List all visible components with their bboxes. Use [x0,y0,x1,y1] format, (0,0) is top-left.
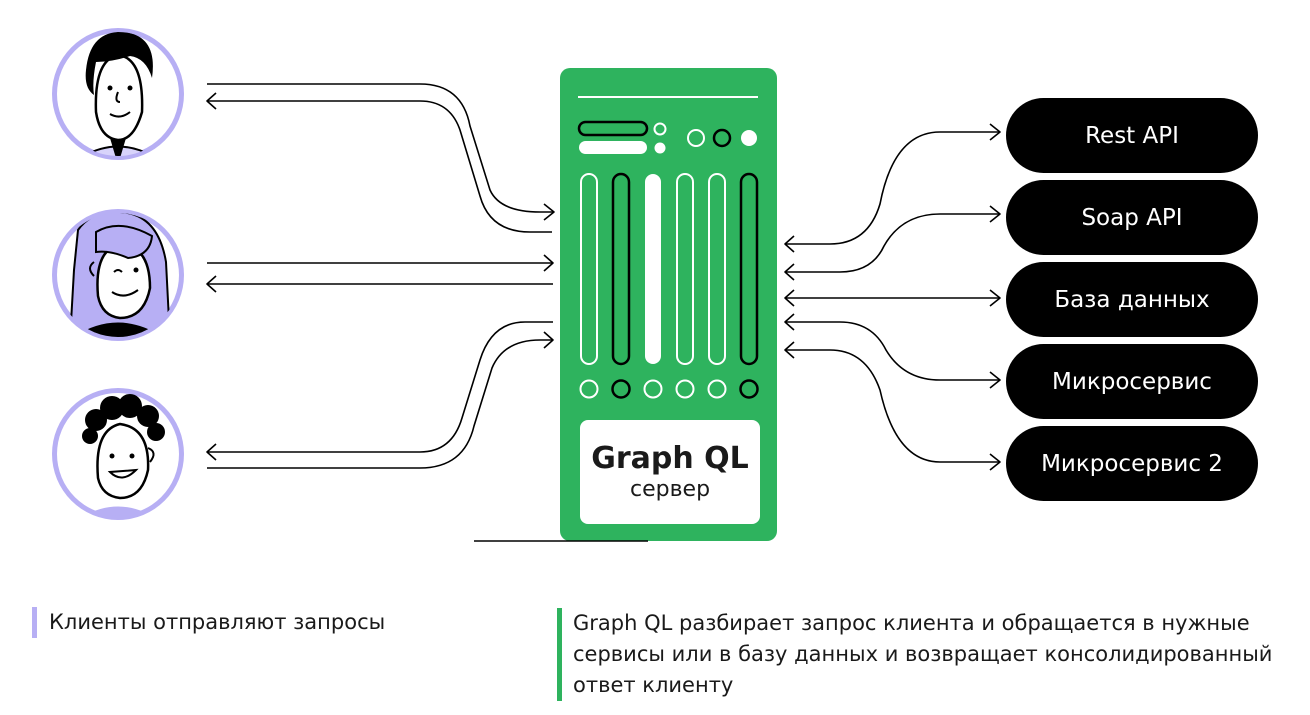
graphql-server [560,68,777,541]
server-subtitle: сервер [629,476,711,502]
server-slots [580,172,759,366]
server-label: Graph QL сервер [580,420,760,524]
service-rest-api: Rest API [1006,98,1258,173]
client-man-icon [52,28,184,160]
server-title: Graph QL [591,441,749,477]
service-connectors [785,131,1000,463]
server-lights [579,379,759,399]
caption-server: Graph QL разбирает запрос клиента и обра… [557,608,1303,701]
client-curly-icon [52,388,184,520]
caption-clients: Клиенты отправляют запросы [32,607,385,638]
service-soap-api: Soap API [1006,180,1258,255]
client-arrowheads [206,92,555,461]
service-microservice: Микросервис [1006,344,1258,419]
service-microservice-2: Микросервис 2 [1006,426,1258,501]
client-connectors [207,83,554,469]
service-database: База данных [1006,262,1258,337]
service-arrowheads [784,123,1001,471]
client-woman-icon [52,209,184,341]
